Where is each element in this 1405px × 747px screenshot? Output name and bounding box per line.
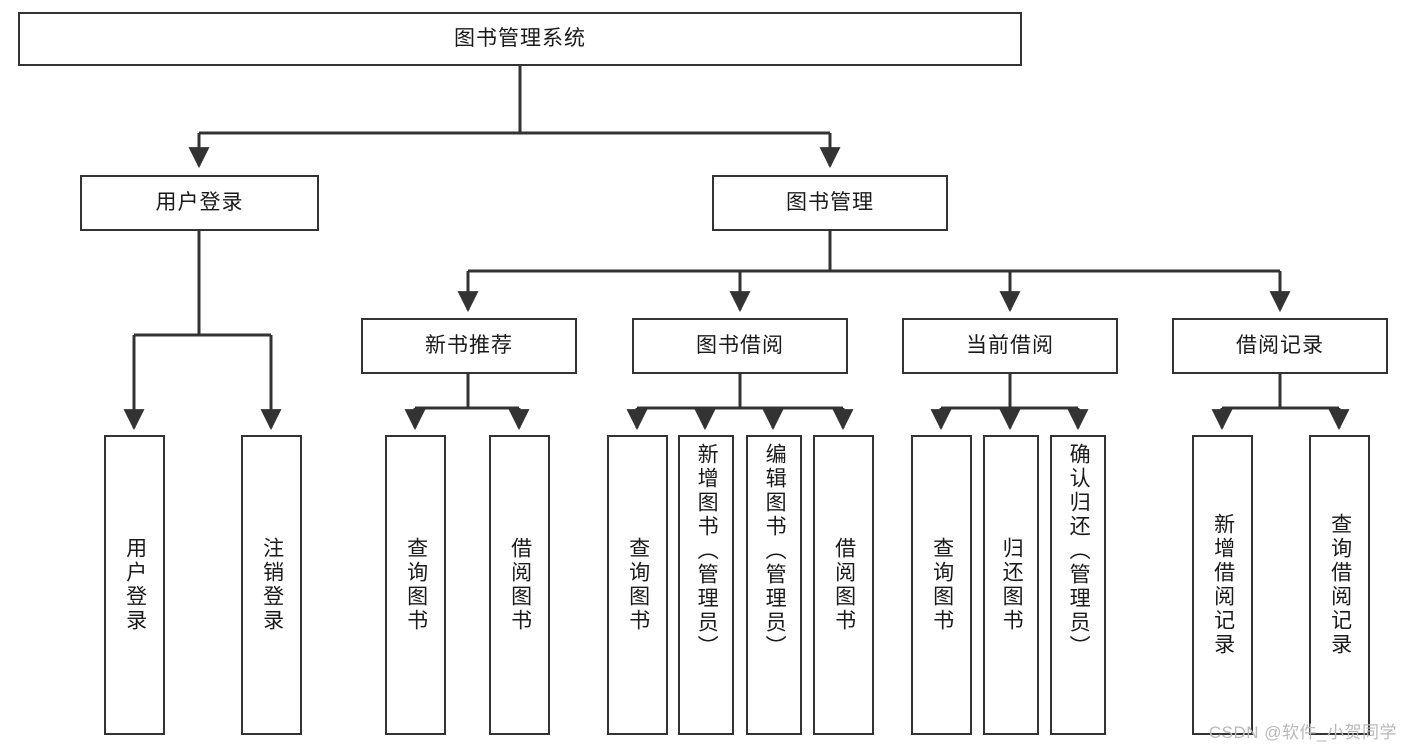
node-root-system[interactable]: 图书管理系统 [18, 12, 1022, 66]
leaf-add-book-admin[interactable]: 新增图书（管理员） [678, 435, 734, 735]
leaf-edit-book-admin[interactable]: 编辑图书（管理员） [746, 435, 802, 735]
node-book-borrowing[interactable]: 图书借阅 [632, 318, 848, 374]
leaf-borrow-book-borrowing[interactable]: 借阅图书 [813, 435, 874, 735]
node-new-book-recommendation[interactable]: 新书推荐 [361, 318, 577, 374]
leaf-query-borrow-record[interactable]: 查询借阅记录 [1309, 435, 1370, 735]
leaf-confirm-return-admin[interactable]: 确认归还（管理员） [1050, 435, 1106, 735]
node-book-management[interactable]: 图书管理 [712, 175, 948, 231]
leaf-user-logout[interactable]: 注销登录 [241, 435, 302, 735]
leaf-borrow-book-recommendation[interactable]: 借阅图书 [489, 435, 550, 735]
leaf-user-login[interactable]: 用户登录 [104, 435, 165, 735]
leaf-return-book[interactable]: 归还图书 [983, 435, 1039, 735]
node-user-login[interactable]: 用户登录 [80, 175, 319, 231]
leaf-add-borrow-record[interactable]: 新增借阅记录 [1192, 435, 1253, 735]
leaf-query-book-recommendation[interactable]: 查询图书 [385, 435, 446, 735]
node-current-borrowing[interactable]: 当前借阅 [902, 318, 1118, 374]
leaf-query-book-current[interactable]: 查询图书 [911, 435, 972, 735]
leaf-query-book-borrowing[interactable]: 查询图书 [607, 435, 668, 735]
node-borrow-records[interactable]: 借阅记录 [1172, 318, 1388, 374]
